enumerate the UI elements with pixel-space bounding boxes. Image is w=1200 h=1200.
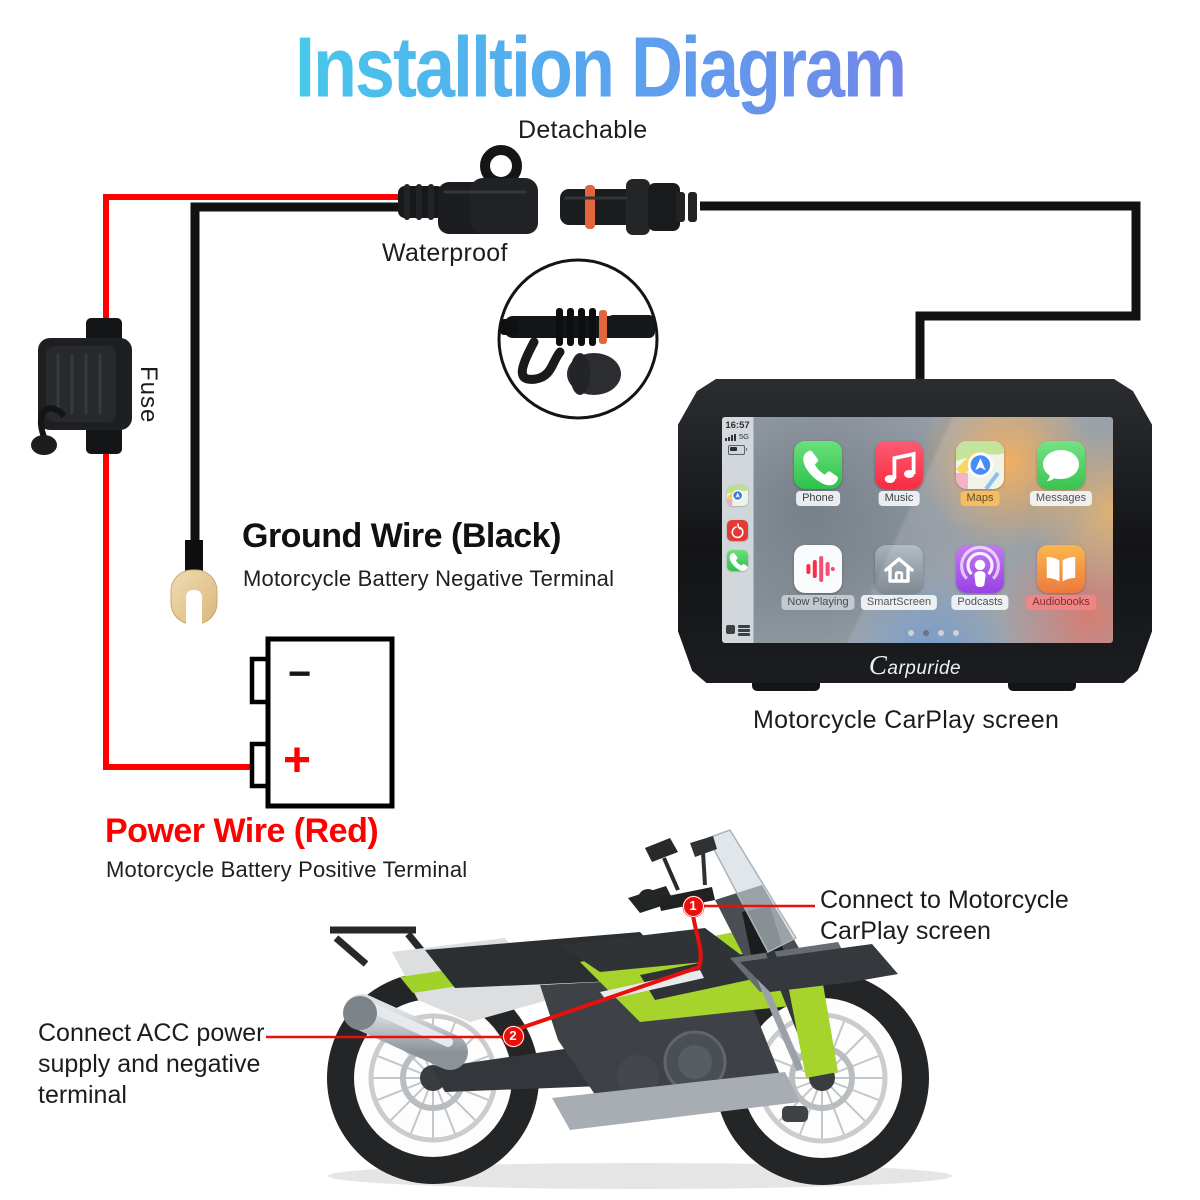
messages-app-icon[interactable] (1037, 441, 1085, 489)
brand-logo: Carpuride (868, 650, 962, 680)
podcasts-app-icon[interactable] (956, 545, 1004, 593)
ground-wire-title: Ground Wire (Black) (242, 517, 561, 555)
battery-positive-symbol: + (283, 734, 312, 787)
signal-icon: 5G (725, 432, 751, 441)
carplay-screen: 16:57 5G (722, 417, 1113, 643)
netease-music-icon[interactable] (727, 520, 748, 541)
connector-socket-right (560, 179, 697, 235)
ground-wire-subtitle: Motorcycle Battery Negative Terminal (243, 566, 615, 591)
app-maps[interactable]: Maps (956, 441, 1004, 506)
grid-toggle-icon[interactable] (726, 623, 750, 637)
app-now-playing[interactable]: Now Playing (781, 545, 855, 610)
page-dots[interactable] (753, 630, 1113, 636)
fuse-label: Fuse (135, 366, 162, 424)
callout-1-text: Connect to Motorcycle CarPlay screen (820, 886, 1069, 945)
app-label: Phone (796, 491, 840, 506)
front-wheel (715, 971, 929, 1185)
page-dot[interactable] (952, 630, 959, 636)
callout-1-badge: 1 (682, 895, 704, 917)
phone-app-icon[interactable] (794, 441, 842, 489)
carplay-device: 16:57 5G (678, 379, 1152, 683)
black-ground-wire (190, 202, 400, 547)
windscreen (706, 829, 798, 953)
page-dot-active[interactable] (922, 630, 929, 636)
red-power-wire (103, 194, 400, 770)
app-label: Audiobooks (1026, 595, 1096, 610)
app-audiobooks[interactable]: Audiobooks (1026, 545, 1096, 610)
page-title: Installtion Diagram (0, 20, 1200, 117)
detachable-label: Detachable (518, 116, 648, 144)
app-podcasts[interactable]: Podcasts (951, 545, 1009, 610)
app-phone[interactable]: Phone (794, 441, 842, 506)
waterproof-detail-circle (497, 258, 659, 420)
app-label: Now Playing (781, 595, 855, 610)
music-app-icon[interactable] (875, 441, 923, 489)
fuse-holder (31, 318, 132, 455)
waterproof-label: Waterproof (382, 239, 508, 267)
mirror (645, 838, 678, 862)
exhaust (344, 994, 468, 1070)
bike-power-routing-wire (513, 913, 703, 1032)
skid-plate (552, 1072, 800, 1130)
page-dot[interactable] (907, 630, 914, 636)
now-playing-app-icon[interactable] (794, 545, 842, 593)
smartscreen-app-icon[interactable] (875, 545, 923, 593)
fork-guard (788, 978, 838, 1078)
callout-2-badge: 2 (502, 1025, 524, 1047)
page-dot[interactable] (937, 630, 944, 636)
audiobooks-app-icon[interactable] (1037, 545, 1085, 593)
power-wire-title: Power Wire (Red) (105, 812, 379, 850)
network-label: 5G (739, 432, 749, 441)
maps-app-icon[interactable] (956, 441, 1004, 489)
app-smartscreen[interactable]: SmartScreen (860, 545, 938, 610)
phone-icon[interactable] (727, 550, 748, 571)
swingarm (433, 1046, 602, 1092)
app-messages[interactable]: Messages (1029, 441, 1093, 506)
battery-negative-symbol: − (288, 652, 312, 696)
device-caption: Motorcycle CarPlay screen (753, 706, 1060, 734)
status-time: 16:57 (722, 420, 753, 431)
callout-2-text: Connect ACC power supply and negative te… (38, 1019, 265, 1109)
front-fender (740, 944, 898, 992)
app-label: SmartScreen (860, 595, 938, 610)
battery-outline (249, 636, 395, 809)
ground-terminal (170, 540, 218, 630)
battery-status-icon (728, 445, 747, 455)
screen-reflection (722, 417, 1113, 643)
app-music[interactable]: Music (875, 441, 923, 506)
maps-icon[interactable] (727, 485, 748, 506)
motorcycle-illustration (327, 829, 952, 1189)
app-label: Music (878, 491, 920, 506)
app-label: Maps (960, 491, 1000, 506)
connector-plug-left (398, 145, 538, 234)
black-screen-cable (700, 201, 1141, 382)
power-wire-subtitle: Motorcycle Battery Positive Terminal (106, 857, 468, 882)
carplay-sidebar: 16:57 5G (722, 417, 754, 643)
app-label: Messages (1029, 491, 1093, 506)
app-label: Podcasts (951, 595, 1009, 610)
